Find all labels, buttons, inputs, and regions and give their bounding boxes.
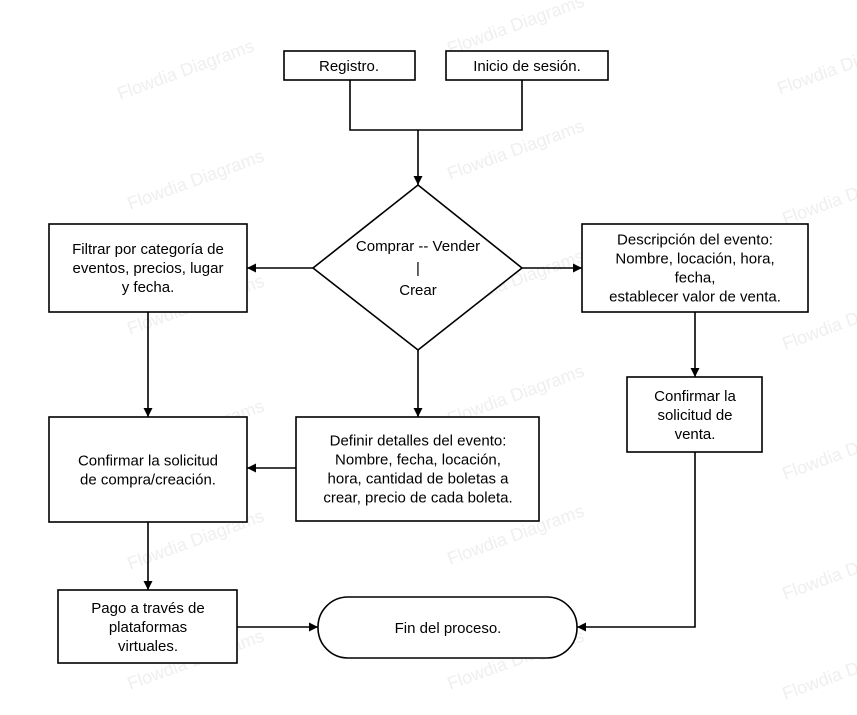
decision-label-line: |: [416, 260, 420, 277]
descripcion-label-line: establecer valor de venta.: [609, 289, 781, 306]
descripcion-label-line: Descripción del evento:: [617, 232, 773, 249]
decision-label: Comprar -- Vender | Crear: [356, 238, 480, 299]
connectors: [143, 80, 700, 632]
confirmar_venta-label-line: venta.: [675, 426, 716, 443]
filtrar-label-line: Filtrar por categoría de: [72, 241, 224, 258]
filtrar-label: Filtrar por categoría de eventos, precios…: [72, 241, 224, 296]
connector-venta-fin: [577, 452, 696, 632]
fin-label-line: Fin del proceso.: [395, 620, 502, 637]
definir-label: Definir detalles del evento: Nombre, fech…: [323, 433, 512, 507]
inicio-sesion-box[interactable]: [445, 50, 609, 81]
definir-label-line: hora, cantidad de boletas a: [328, 471, 510, 488]
pago-box[interactable]: [57, 589, 238, 664]
fin-label: Fin del proceso.: [395, 620, 502, 637]
inicio_sesion-label-line: Inicio de sesión.: [473, 58, 581, 75]
filtrar-box[interactable]: [48, 223, 248, 313]
pago-label-line: plataformas: [109, 619, 187, 636]
node-labels: Registro. Inicio de sesión. Comprar -- V…: [72, 58, 781, 655]
connector-inicio-merge: [418, 80, 523, 131]
registro-box[interactable]: [283, 50, 416, 81]
confirmar-compra-label: Confirmar la solicitud de compra/creación…: [78, 453, 218, 489]
decision-label-line: Comprar -- Vender: [356, 238, 480, 255]
watermark-text: Flowdia Diagrams: [775, 31, 857, 99]
confirmar-venta-box[interactable]: [626, 376, 763, 453]
confirmar_compra-label-line: Confirmar la solicitud: [78, 453, 218, 470]
watermark-text: Flowdia Diagrams: [125, 146, 267, 214]
watermark-text: Flowdia Diagrams: [115, 36, 257, 104]
watermark-text: Flowdia Diagrams: [445, 0, 587, 59]
descripcion-label-line: Nombre, locación, hora,: [615, 251, 774, 268]
definir-box[interactable]: [295, 416, 540, 522]
pago-label-line: Pago a través de: [91, 600, 204, 617]
definir-label-line: Nombre, fecha, locación,: [335, 452, 501, 469]
confirmar_compra-label-line: de compra/creación.: [80, 472, 216, 489]
descripcion-label: Descripción del evento: Nombre, locación,…: [609, 232, 781, 306]
pago-label-line: virtuales.: [118, 638, 178, 655]
inicio-sesion-label: Inicio de sesión.: [473, 58, 581, 75]
definir-label-line: crear, precio de cada boleta.: [323, 490, 512, 507]
connector-registro-merge: [349, 80, 418, 131]
watermark-text: Flowdia Diagrams: [780, 161, 857, 229]
descripcion-label-line: fecha,: [675, 270, 716, 287]
confirmar-venta-label: Confirmar la solicitud de venta.: [654, 388, 736, 443]
pago-label: Pago a través de plataformas virtuales.: [91, 600, 204, 655]
filtrar-label-line: eventos, precios, lugar: [73, 260, 224, 277]
registro-label-line: Registro.: [319, 58, 379, 75]
decision-label-line: Crear: [399, 282, 437, 299]
filtrar-label-line: y fecha.: [122, 279, 175, 296]
confirmar-compra-box[interactable]: [48, 416, 248, 523]
registro-label: Registro.: [319, 58, 379, 75]
definir-label-line: Definir detalles del evento:: [330, 433, 507, 450]
descripcion-box[interactable]: [581, 223, 809, 313]
watermark-text: Flowdia Diagrams: [445, 116, 587, 184]
confirmar_venta-label-line: Confirmar la: [654, 388, 736, 405]
watermark-text: Flowdia Diagrams: [780, 416, 857, 484]
watermark-text: Flowdia Diagrams: [780, 636, 857, 704]
node-shapes: [48, 50, 809, 664]
decision-diamond[interactable]: [311, 183, 524, 352]
fin-terminator[interactable]: [317, 596, 578, 659]
watermark-text: Flowdia Diagrams: [780, 536, 857, 604]
confirmar_venta-label-line: solicitud de: [657, 407, 732, 424]
